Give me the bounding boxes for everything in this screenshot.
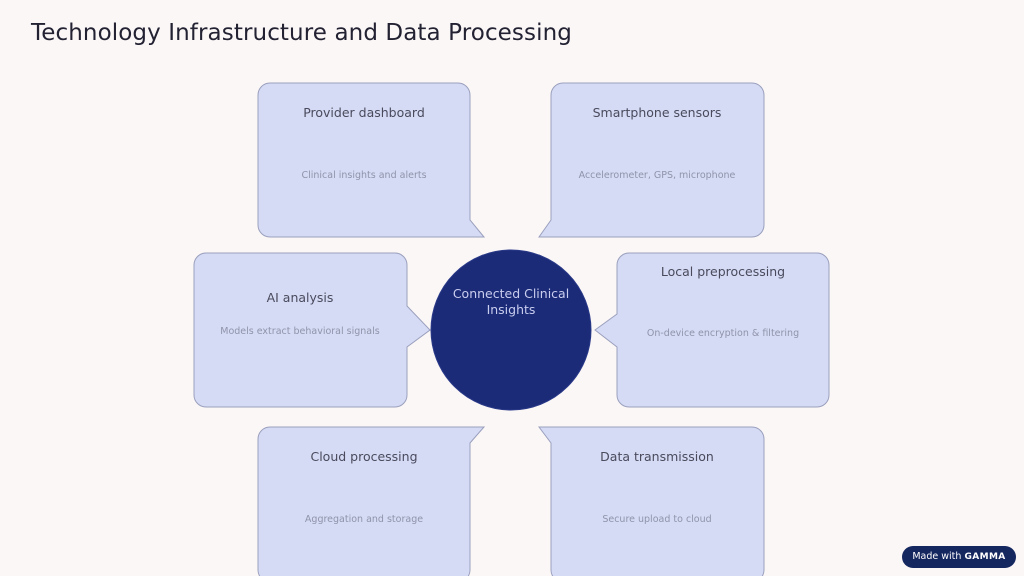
card-sensors-title: Smartphone sensors xyxy=(592,105,722,120)
card-ai-title: AI analysis xyxy=(266,290,334,305)
card-cloud-title: Cloud processing xyxy=(310,449,418,464)
card-transmission-title: Data transmission xyxy=(600,449,714,464)
hub-label: Connected Clinical Insights xyxy=(452,286,570,317)
card-local-shape xyxy=(594,252,830,408)
badge-brand: GAMMA xyxy=(964,552,1006,562)
card-transmission-desc: Secure upload to cloud xyxy=(602,514,712,525)
card-cloud-shape xyxy=(257,426,486,576)
page-title: Technology Infrastructure and Data Proce… xyxy=(31,20,572,46)
made-with-gamma-badge[interactable]: Made with GAMMA xyxy=(902,546,1016,568)
card-local-title: Local preprocessing xyxy=(660,264,786,279)
card-ai-desc: Models extract behavioral signals xyxy=(220,326,380,337)
card-sensors-desc: Accelerometer, GPS, microphone xyxy=(578,170,736,181)
card-local-desc: On-device encryption & filtering xyxy=(646,328,800,339)
card-provider-shape xyxy=(257,82,486,238)
card-provider-desc: Clinical insights and alerts xyxy=(301,170,427,181)
card-provider-title: Provider dashboard xyxy=(303,105,425,120)
hub-circle xyxy=(430,249,592,411)
card-sensors-shape xyxy=(538,82,765,238)
card-ai-shape xyxy=(193,252,431,408)
card-cloud-desc: Aggregation and storage xyxy=(304,514,424,525)
badge-prefix: Made with xyxy=(912,551,962,562)
